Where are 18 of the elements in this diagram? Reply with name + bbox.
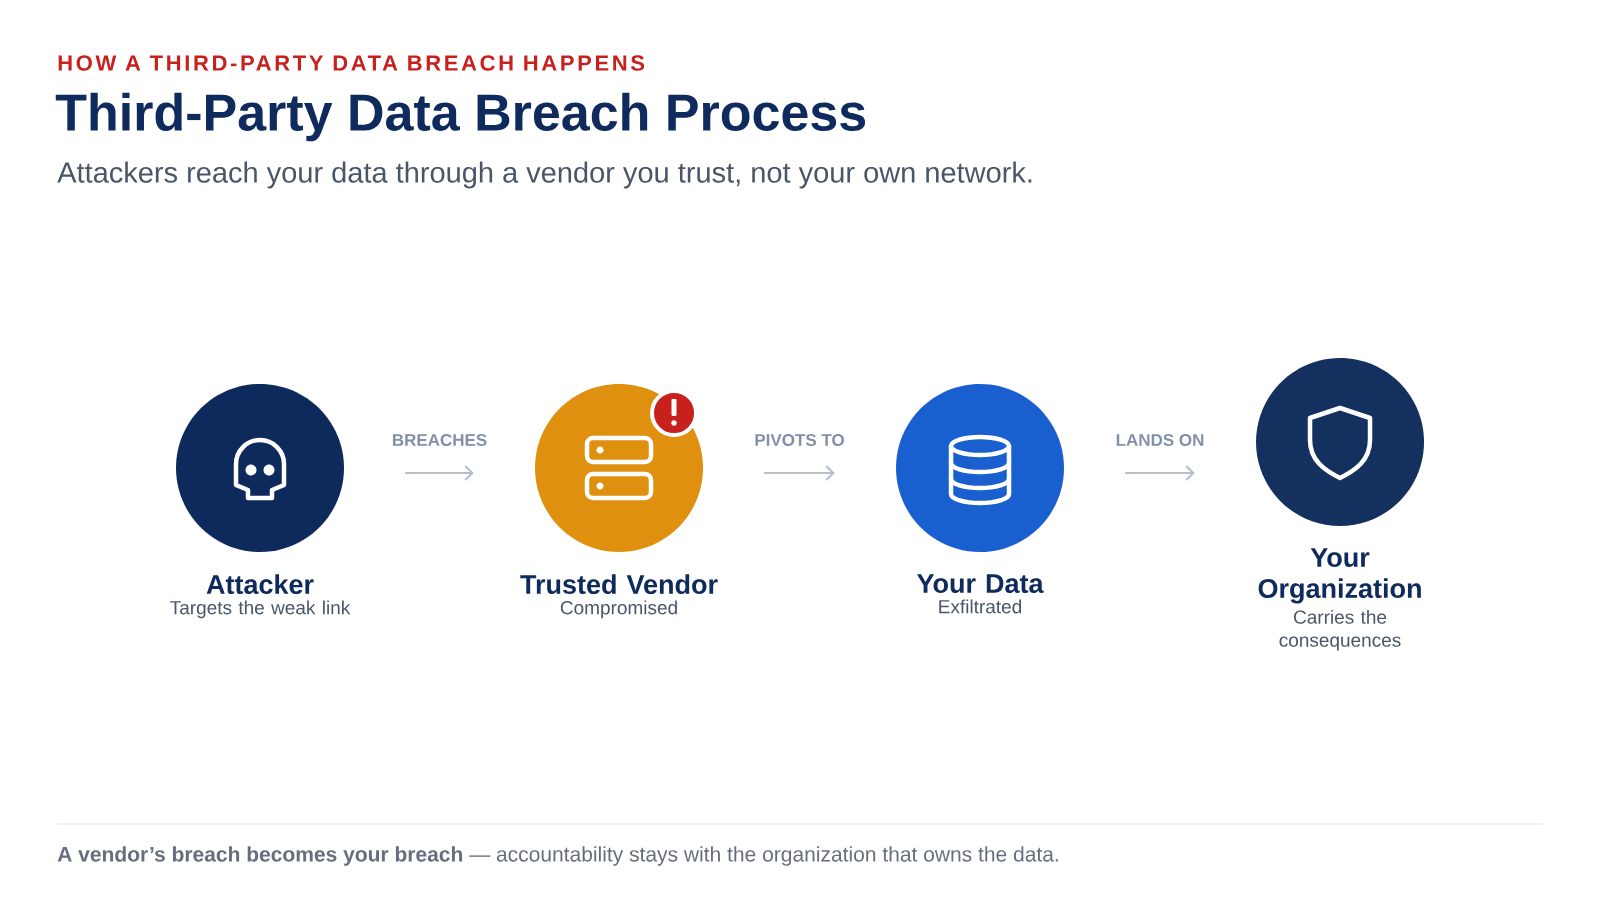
step-title: Trusted Vendor	[520, 574, 718, 595]
step-description: Exfiltrated	[939, 599, 1021, 614]
edge-label: LANDS ON	[1116, 434, 1204, 447]
step-title: Your Data	[916, 574, 1044, 594]
step-description: Targets the weak link	[170, 600, 351, 619]
edge-label: PIVOTS TO	[755, 434, 844, 447]
footer-note: A vendor’s breach becomes your breach — accountability stays with the organization that owns the data.	[57, 846, 1058, 866]
subtitle-text: Attackers reach your data through a vendor you trust, not your own network.	[57, 161, 1032, 189]
step-description: Carries the consequences	[1279, 609, 1401, 651]
kicker-text: HOW A THIRD-PARTY DATA BREACH HAPPENS	[58, 55, 645, 71]
edge-label: BREACHES	[392, 434, 487, 447]
step-description: Compromised	[560, 600, 677, 619]
arrow	[405, 465, 474, 481]
step-title: Attacker	[206, 574, 314, 595]
step-title: Your Organization	[1258, 548, 1421, 604]
arrow	[764, 465, 835, 481]
arrow	[1125, 465, 1195, 481]
title: Third-Party Data Breach Process	[55, 92, 866, 142]
